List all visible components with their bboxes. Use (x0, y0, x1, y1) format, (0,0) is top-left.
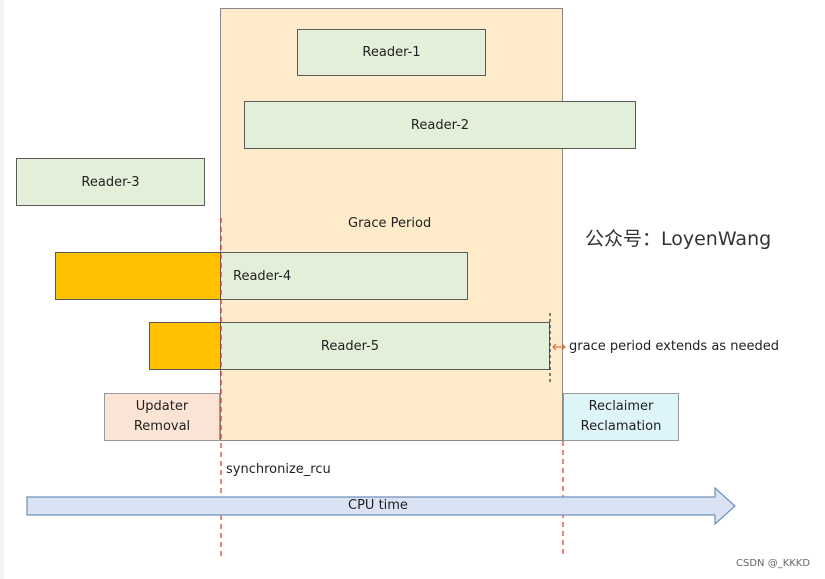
left-edge-strip (0, 0, 4, 579)
watermark-text: 公众号：LoyenWang (585, 228, 772, 250)
extends-arrow-icon (552, 343, 566, 351)
updater-line2: Removal (133, 419, 191, 434)
reader-2-box: Reader-2 (244, 101, 636, 149)
synchronize-rcu-label: synchronize_rcu (226, 462, 331, 477)
reader-5-label: Reader-5 (320, 338, 380, 354)
reclaimer-reclamation-box: Reclaimer Reclamation (563, 393, 679, 441)
grace-period-label: Grace Period (348, 216, 432, 231)
reader-1-label: Reader-1 (362, 45, 421, 60)
credit-text: CSDN @_KKKD (736, 558, 811, 569)
reclaimer-line1: Reclaimer (588, 399, 654, 414)
reader-4-pre-grace-segment (55, 252, 221, 300)
reader-3-label: Reader-3 (81, 174, 140, 190)
updater-line1: Updater (135, 399, 189, 414)
cpu-time-arrow (26, 486, 736, 526)
reader-4-box: Reader-4 (220, 252, 468, 300)
reader-3-box: Reader-3 (16, 158, 205, 206)
reclaimer-line2: Reclamation (580, 419, 662, 434)
extends-note-label: grace period extends as needed (569, 339, 779, 354)
reader-1-box: Reader-1 (297, 29, 486, 76)
reader-5-box: Reader-5 (220, 322, 550, 370)
reader-2-label: Reader-2 (410, 117, 470, 133)
reader-4-label: Reader-4 (233, 268, 292, 284)
cpu-time-label: CPU time (348, 498, 408, 513)
updater-removal-box: Updater Removal (104, 393, 220, 441)
